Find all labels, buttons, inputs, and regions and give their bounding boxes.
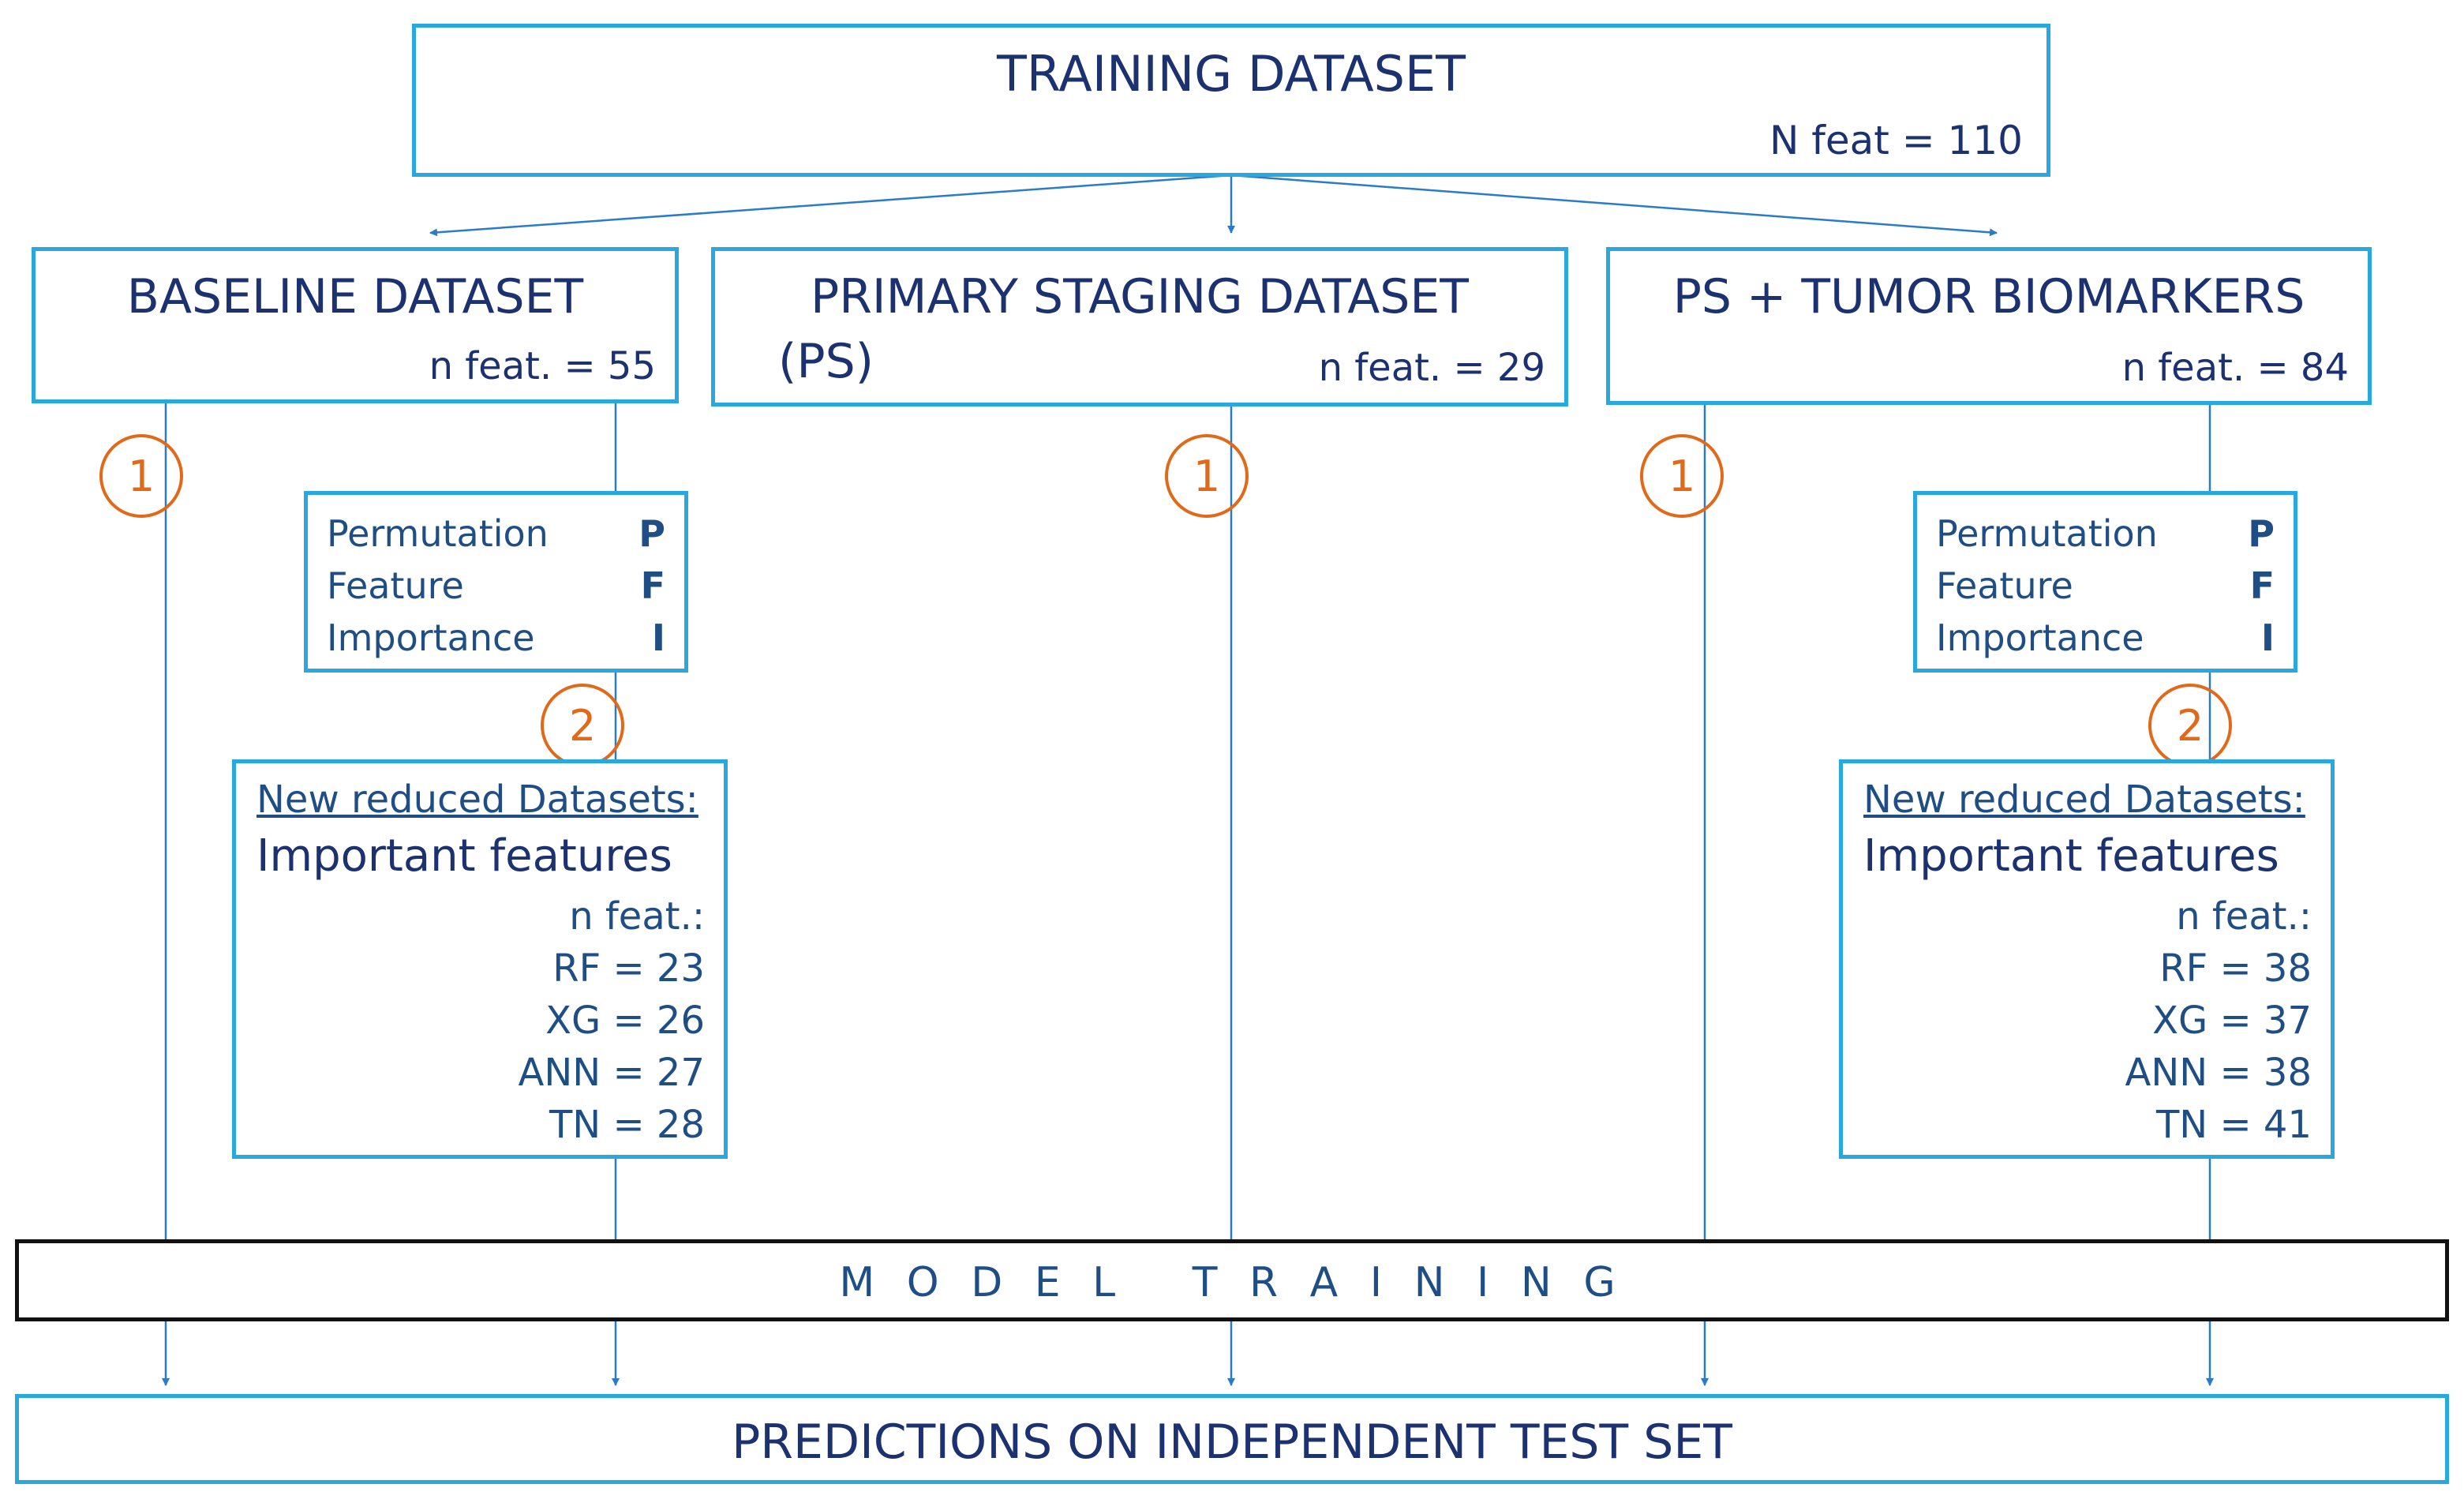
- step-2-marker-baseline: 2: [541, 684, 624, 767]
- pfi-box-tumor: Permutation P Feature F Importance I: [1913, 491, 2297, 673]
- reduced-nfeat-label: n feat.:: [569, 894, 705, 939]
- arrow-to-ps-tumor: [1230, 174, 1998, 237]
- training-dataset-title: TRAINING DATASET: [996, 45, 1466, 103]
- baseline-dataset-count: n feat. = 55: [429, 344, 656, 388]
- step-2-marker-tumor: 2: [2148, 684, 2232, 767]
- step-1-marker-ps: 1: [1165, 434, 1249, 518]
- pfi-letter: F: [640, 564, 665, 607]
- reduced-nfeat-label: n feat.:: [2176, 894, 2312, 939]
- training-dataset-count: N feat = 110: [1769, 118, 2023, 163]
- pfi-word: Feature: [1936, 564, 2073, 607]
- reduced-dataset-box-baseline: New reduced Datasets: Important features…: [232, 759, 728, 1159]
- primary-staging-title-line1: PRIMARY STAGING DATASET: [811, 269, 1469, 324]
- reduced-value-xg: XG = 26: [545, 999, 705, 1043]
- primary-staging-count: n feat. = 29: [1318, 346, 1545, 390]
- predictions-box: PREDICTIONS ON INDEPENDENT TEST SET: [15, 1394, 2449, 1484]
- reduced-value-tn: TN = 41: [2155, 1103, 2312, 1147]
- step-1-marker-baseline: 1: [99, 434, 183, 518]
- pfi-box-baseline: Permutation P Feature F Importance I: [304, 491, 688, 673]
- pfi-letter: I: [651, 616, 665, 659]
- model-training-label: M O D E L T R A I N I N G: [839, 1259, 1625, 1306]
- pfi-letter: F: [2249, 564, 2275, 607]
- reduced-value-ann: ANN = 27: [518, 1051, 705, 1095]
- primary-staging-dataset-box: PRIMARY STAGING DATASET (PS) n feat. = 2…: [711, 247, 1568, 407]
- arrow-to-baseline: [429, 174, 1232, 237]
- predictions-label: PREDICTIONS ON INDEPENDENT TEST SET: [732, 1415, 1732, 1470]
- reduced-value-rf: RF = 38: [2159, 946, 2312, 991]
- reduced-value-rf: RF = 23: [552, 946, 705, 991]
- step-1-marker-tumor: 1: [1640, 434, 1724, 518]
- reduced-subheading: Important features: [257, 830, 672, 882]
- pfi-letter: I: [2260, 616, 2275, 659]
- reduced-heading: New reduced Datasets:: [257, 778, 698, 822]
- reduced-subheading: Important features: [1863, 830, 2279, 882]
- reduced-value-xg: XG = 37: [2152, 999, 2312, 1043]
- pfi-word: Permutation: [327, 512, 549, 555]
- reduced-value-ann: ANN = 38: [2125, 1051, 2312, 1095]
- pfi-word: Importance: [1936, 616, 2144, 659]
- baseline-dataset-title: BASELINE DATASET: [126, 269, 584, 324]
- reduced-dataset-box-tumor: New reduced Datasets: Important features…: [1839, 759, 2335, 1159]
- model-training-bar: M O D E L T R A I N I N G: [15, 1239, 2449, 1321]
- reduced-value-tn: TN = 28: [549, 1103, 705, 1147]
- pfi-word: Importance: [327, 616, 535, 659]
- pfi-letter: P: [638, 512, 665, 555]
- pfi-word: Permutation: [1936, 512, 2158, 555]
- ps-tumor-dataset-title: PS + TUMOR BIOMARKERS: [1672, 269, 2305, 324]
- ps-tumor-dataset-count: n feat. = 84: [2121, 346, 2349, 390]
- pfi-letter: P: [2248, 512, 2275, 555]
- baseline-dataset-box: BASELINE DATASET n feat. = 55: [32, 247, 679, 403]
- pfi-word: Feature: [327, 564, 464, 607]
- primary-staging-title-line2: (PS): [778, 334, 874, 389]
- reduced-heading: New reduced Datasets:: [1863, 778, 2305, 822]
- training-dataset-box: TRAINING DATASET N feat = 110: [412, 24, 2050, 177]
- ps-tumor-dataset-box: PS + TUMOR BIOMARKERS n feat. = 84: [1606, 247, 2372, 405]
